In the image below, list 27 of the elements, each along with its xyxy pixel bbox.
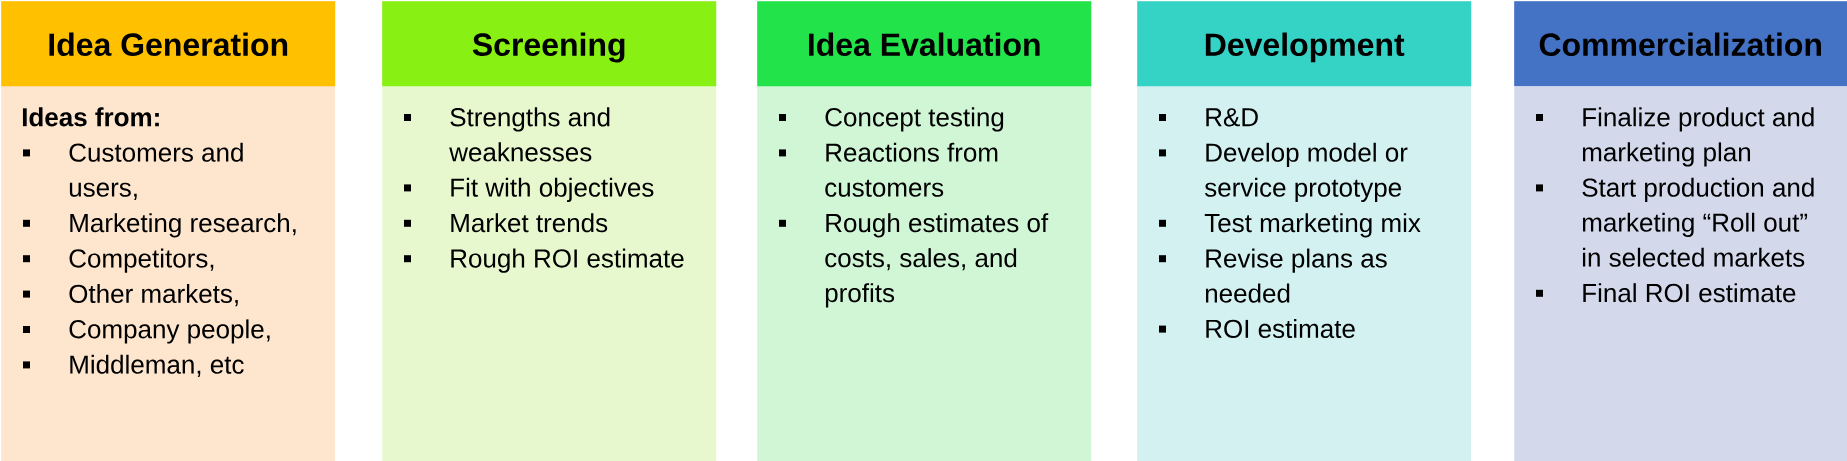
bullet-text: Other markets, — [69, 283, 238, 307]
column-header: Idea Evaluation — [757, 1, 1092, 87]
bullet-text: Market trends — [451, 213, 608, 233]
bullet-text: Customers and users, — [69, 142, 243, 200]
bullet-text: Middleman, etc — [70, 354, 244, 377]
column-header: Commercialization — [1514, 1, 1847, 87]
bullet-text: Start production and marketing “Roll out” in selected markets — [1582, 177, 1814, 267]
column-header: Idea Generation — [1, 1, 336, 87]
bullet-text: Competitors, — [69, 248, 214, 273]
bullet-text: ROI estimate — [1206, 318, 1355, 339]
bullet-text: R&D — [1206, 108, 1258, 127]
bullet-text: Develop model or service prototype — [1204, 142, 1408, 202]
lead-text: Ideas from: — [22, 107, 159, 127]
column-header: Screening — [382, 1, 717, 87]
bullet-text: Rough ROI estimate — [451, 248, 684, 273]
bullet-text: Rough estimates of costs, sales, and profits — [825, 213, 1049, 308]
bullet-text: Concept testing — [825, 107, 1004, 132]
bullet-text: Reactions from customers — [825, 142, 998, 197]
column-header: Development — [1137, 1, 1472, 87]
bullet-text: Company people, — [69, 319, 270, 344]
bullet-text: Test marketing mix — [1204, 213, 1421, 238]
bullet-text: Final ROI estimate — [1583, 283, 1796, 303]
bullet-text: Revise plans as needed — [1205, 248, 1387, 303]
bullet-text: Fit with objectives — [451, 177, 654, 202]
bullet-text: Marketing research, — [70, 213, 296, 238]
bullet-text: Strengths and weaknesses — [449, 107, 610, 162]
bullet-text: Finalize product and marketing plan — [1582, 107, 1814, 167]
